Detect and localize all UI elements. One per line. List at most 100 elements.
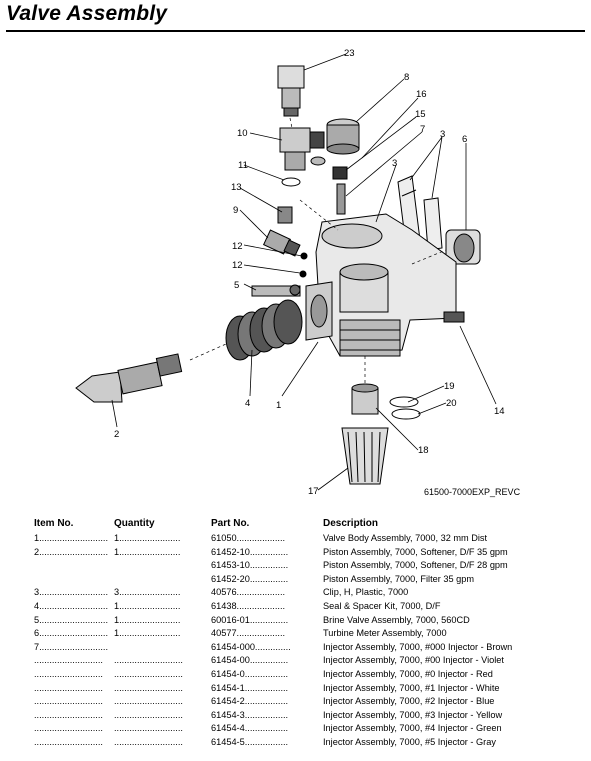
row-quantity: ........................... <box>114 668 183 679</box>
row-description: Piston Assembly, 7000, Softener, D/F 28 … <box>323 560 508 571</box>
part-17-screen <box>341 427 389 485</box>
part-15 <box>332 166 348 180</box>
callout-5: 5 <box>234 280 239 291</box>
callout-9: 9 <box>233 205 238 216</box>
exploded-view-diagram: 23 8 16 15 7 3 6 10 11 13 9 12 12 5 3 1 … <box>75 48 505 497</box>
table-row: 7........................... 61454-000...… <box>0 641 591 655</box>
row-part-no: 61454-000.............. <box>211 641 291 652</box>
row-quantity: ........................... <box>114 655 183 666</box>
row-description: Brine Valve Assembly, 7000, 560CD <box>323 614 470 625</box>
callout-23: 23 <box>344 48 355 59</box>
row-item-no: ........................... <box>34 696 103 707</box>
row-item-no: ........................... <box>34 655 103 666</box>
row-item-no: ........................... <box>34 668 103 679</box>
assembly-axes <box>189 117 447 386</box>
row-quantity: ........................... <box>114 736 183 747</box>
table-row: 3...........................3...........… <box>0 586 591 600</box>
parts-table-body: 1........................... 1...........… <box>0 532 591 750</box>
row-quantity: 1........................ <box>114 600 181 611</box>
row-part-no: 61050................... <box>211 533 286 543</box>
row-quantity: ........................... <box>114 696 183 707</box>
table-row: 1........................... 1...........… <box>0 532 591 546</box>
row-part-no: 61454-00............... <box>211 655 289 666</box>
row-part-no: 61454-2................. <box>211 696 289 707</box>
part-7-pin <box>336 183 346 215</box>
row-description: Injector Assembly, 7000, #4 Injector - G… <box>323 723 502 734</box>
callout-14: 14 <box>494 406 505 417</box>
row-item-no: 1........................... <box>34 533 109 543</box>
row-part-no: 61454-3................. <box>211 709 289 720</box>
drawing-reference: 61500-7000EXP_REVC <box>424 487 521 497</box>
row-item-no: 6........................... <box>34 628 109 639</box>
part-11-oring <box>281 177 301 187</box>
callout-10: 10 <box>237 128 248 139</box>
part-23-cap <box>277 65 305 117</box>
callout-2: 2 <box>114 429 119 440</box>
row-quantity: 1........................ <box>114 546 181 557</box>
row-part-no: 61452-10............... <box>211 546 289 557</box>
row-part-no: 40577................... <box>211 628 286 639</box>
callout-15: 15 <box>415 109 426 120</box>
callout-18: 18 <box>418 445 429 456</box>
row-quantity: ........................... <box>114 723 183 734</box>
part-13-clip <box>277 206 293 224</box>
part-20-oring <box>391 408 421 420</box>
table-row: ........................................… <box>0 722 591 736</box>
table-row: 6...........................1...........… <box>0 627 591 641</box>
row-item-no: 3........................... <box>34 587 109 598</box>
part-14 <box>443 311 465 323</box>
table-row: 61453-10............... Piston Assembly, … <box>0 559 591 573</box>
row-description: Injector Assembly, 7000, #3 Injector - Y… <box>323 709 503 720</box>
part-2-piston <box>75 353 183 403</box>
row-item-no: ........................... <box>34 736 103 747</box>
header-description: Description <box>323 518 379 529</box>
table-row: ........................................… <box>0 654 591 668</box>
row-quantity: 1........................ <box>114 614 181 625</box>
callout-16: 16 <box>416 89 427 100</box>
callout-4: 4 <box>245 398 250 409</box>
callout-19: 19 <box>444 381 455 392</box>
page-title: Valve Assembly <box>6 2 168 25</box>
table-row: ........................................… <box>0 709 591 723</box>
table-row: ........................................… <box>0 668 591 682</box>
row-part-no: 61452-20............... <box>211 573 289 584</box>
page-header: Valve Assembly <box>6 2 585 32</box>
part-washer <box>310 156 326 166</box>
row-description: Valve Body Assembly, 7000, 32 mm Dist <box>323 533 488 543</box>
row-item-no: 7........................... <box>34 641 109 652</box>
callout-12-b: 12 <box>232 260 243 271</box>
row-description: Piston Assembly, 7000, Filter 35 gpm <box>323 573 474 584</box>
part-1-valve-body <box>305 213 457 357</box>
table-row: 5........................... 1...........… <box>0 614 591 628</box>
callout-6: 6 <box>462 134 467 145</box>
callout-11: 11 <box>238 160 248 171</box>
row-description: Injector Assembly, 7000, #000 Injector -… <box>323 641 513 652</box>
row-item-no: 4........................... <box>34 600 109 611</box>
table-row: 4........................... 1...........… <box>0 600 591 614</box>
row-description: Injector Assembly, 7000, #5 Injector - G… <box>323 736 496 747</box>
header-item-no: Item No. <box>34 518 74 529</box>
header-part-no: Part No. <box>211 518 250 529</box>
table-row: ........................................… <box>0 736 591 750</box>
row-description: Injector Assembly, 7000, #0 Injector - R… <box>323 668 493 679</box>
part-18 <box>351 383 379 415</box>
row-item-no: ........................... <box>34 709 103 720</box>
row-description: Injector Assembly, 7000, #1 Injector - W… <box>323 682 500 693</box>
row-description: Piston Assembly, 7000, Softener, D/F 35 … <box>323 546 508 557</box>
parts-table-header: Item No. Quantity Part No. Description <box>0 516 591 532</box>
callout-labels: 23 8 16 15 7 3 6 10 11 13 9 12 12 5 3 1 … <box>114 48 505 497</box>
row-item-no: 5........................... <box>34 614 109 625</box>
part-19-oring <box>389 396 419 408</box>
row-part-no: 61453-10............... <box>211 560 289 571</box>
row-quantity: ........................... <box>114 709 183 720</box>
callout-3-top: 3 <box>440 129 445 140</box>
part-5-brine-valve <box>251 284 301 297</box>
callout-13: 13 <box>231 182 242 193</box>
row-quantity: 1........................ <box>114 533 181 543</box>
part-6-meter <box>445 229 481 265</box>
row-quantity: ........................... <box>114 682 183 693</box>
row-item-no: ........................... <box>34 682 103 693</box>
row-description: Turbine Meter Assembly, 7000 <box>323 628 447 639</box>
part-8-valve <box>326 118 360 155</box>
part-10-elbow <box>279 127 325 171</box>
